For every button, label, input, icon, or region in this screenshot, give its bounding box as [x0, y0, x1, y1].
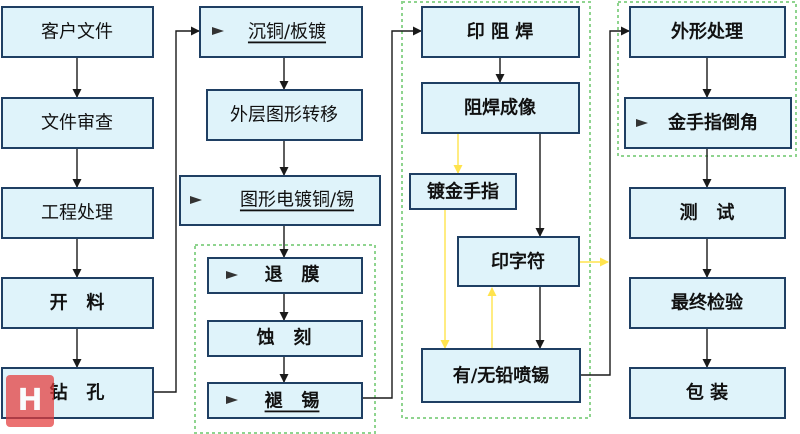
svg-text:印 阻 焊: 印 阻 焊 — [467, 22, 534, 43]
bullet-icon — [190, 196, 202, 204]
svg-text:文件审查: 文件审查 — [41, 113, 113, 134]
node-cutting: 开 料 — [1, 277, 154, 329]
group-etching — [194, 244, 376, 434]
node-packing: 包 装 — [629, 367, 786, 419]
node-solder-mask-imaging: 阻焊成像 — [421, 82, 580, 134]
bullet-icon — [636, 119, 648, 127]
bullet-icon — [226, 396, 238, 404]
node-stripping: 退 膜 — [207, 257, 363, 294]
svg-text:镀金手指: 镀金手指 — [427, 181, 499, 203]
svg-text:退 膜: 退 膜 — [265, 264, 320, 286]
node-final-inspection: 最终检验 — [629, 277, 786, 329]
svg-text:外形处理: 外形处理 — [671, 21, 743, 43]
svg-text:客户文件: 客户文件 — [41, 22, 113, 43]
svg-text:H: H — [17, 383, 42, 418]
svg-text:钻 孔: 钻 孔 — [50, 382, 105, 404]
node-etching: 蚀 刻 — [207, 320, 363, 357]
watermark-logo: H — [6, 375, 54, 427]
node-outer-layer-imaging: 外层图形转移 — [206, 89, 363, 141]
node-solder-mask-print: 印 阻 焊 — [421, 6, 580, 58]
svg-text:印字符: 印字符 — [491, 251, 545, 273]
svg-text:阻焊成像: 阻焊成像 — [464, 97, 537, 119]
node-file-review: 文件审查 — [1, 97, 154, 149]
node-customer-file: 客户文件 — [1, 6, 154, 58]
svg-text:外层图形转移: 外层图形转移 — [230, 105, 338, 126]
svg-text:测 试: 测 试 — [680, 202, 735, 224]
node-pth-panel-plating: 沉铜/板镀 — [199, 6, 363, 58]
node-gold-finger-bevel: 金手指倒角 — [624, 97, 792, 149]
svg-text:褪 锡: 褪 锡 — [265, 390, 320, 412]
svg-text:蚀 刻: 蚀 刻 — [256, 327, 312, 349]
group-solder-mask — [401, 1, 591, 419]
svg-text:包 装: 包 装 — [686, 382, 728, 404]
svg-text:图形电镀铜/锡: 图形电镀铜/锡 — [240, 190, 354, 211]
svg-text:有/无铅喷锡: 有/无铅喷锡 — [453, 365, 550, 387]
svg-text:工程处理: 工程处理 — [41, 203, 113, 224]
node-legend-print: 印字符 — [457, 236, 580, 287]
svg-text:沉铜/板镀: 沉铜/板镀 — [248, 22, 326, 43]
bullet-icon — [226, 271, 238, 279]
bullet-icon — [212, 27, 224, 35]
svg-text:开 料: 开 料 — [50, 292, 105, 314]
node-pattern-plating: 图形电镀铜/锡 — [179, 175, 381, 226]
svg-text:金手指倒角: 金手指倒角 — [667, 112, 758, 134]
node-hasl: 有/无铅喷锡 — [421, 348, 581, 403]
node-testing: 测 试 — [629, 187, 786, 239]
node-gold-finger-plating: 镀金手指 — [409, 173, 517, 210]
svg-text:最终检验: 最终检验 — [671, 292, 744, 314]
node-profiling: 外形处理 — [629, 6, 786, 58]
node-engineering: 工程处理 — [1, 187, 154, 239]
connectors — [72, 26, 712, 399]
node-tin-stripping: 褪 锡 — [207, 382, 363, 419]
